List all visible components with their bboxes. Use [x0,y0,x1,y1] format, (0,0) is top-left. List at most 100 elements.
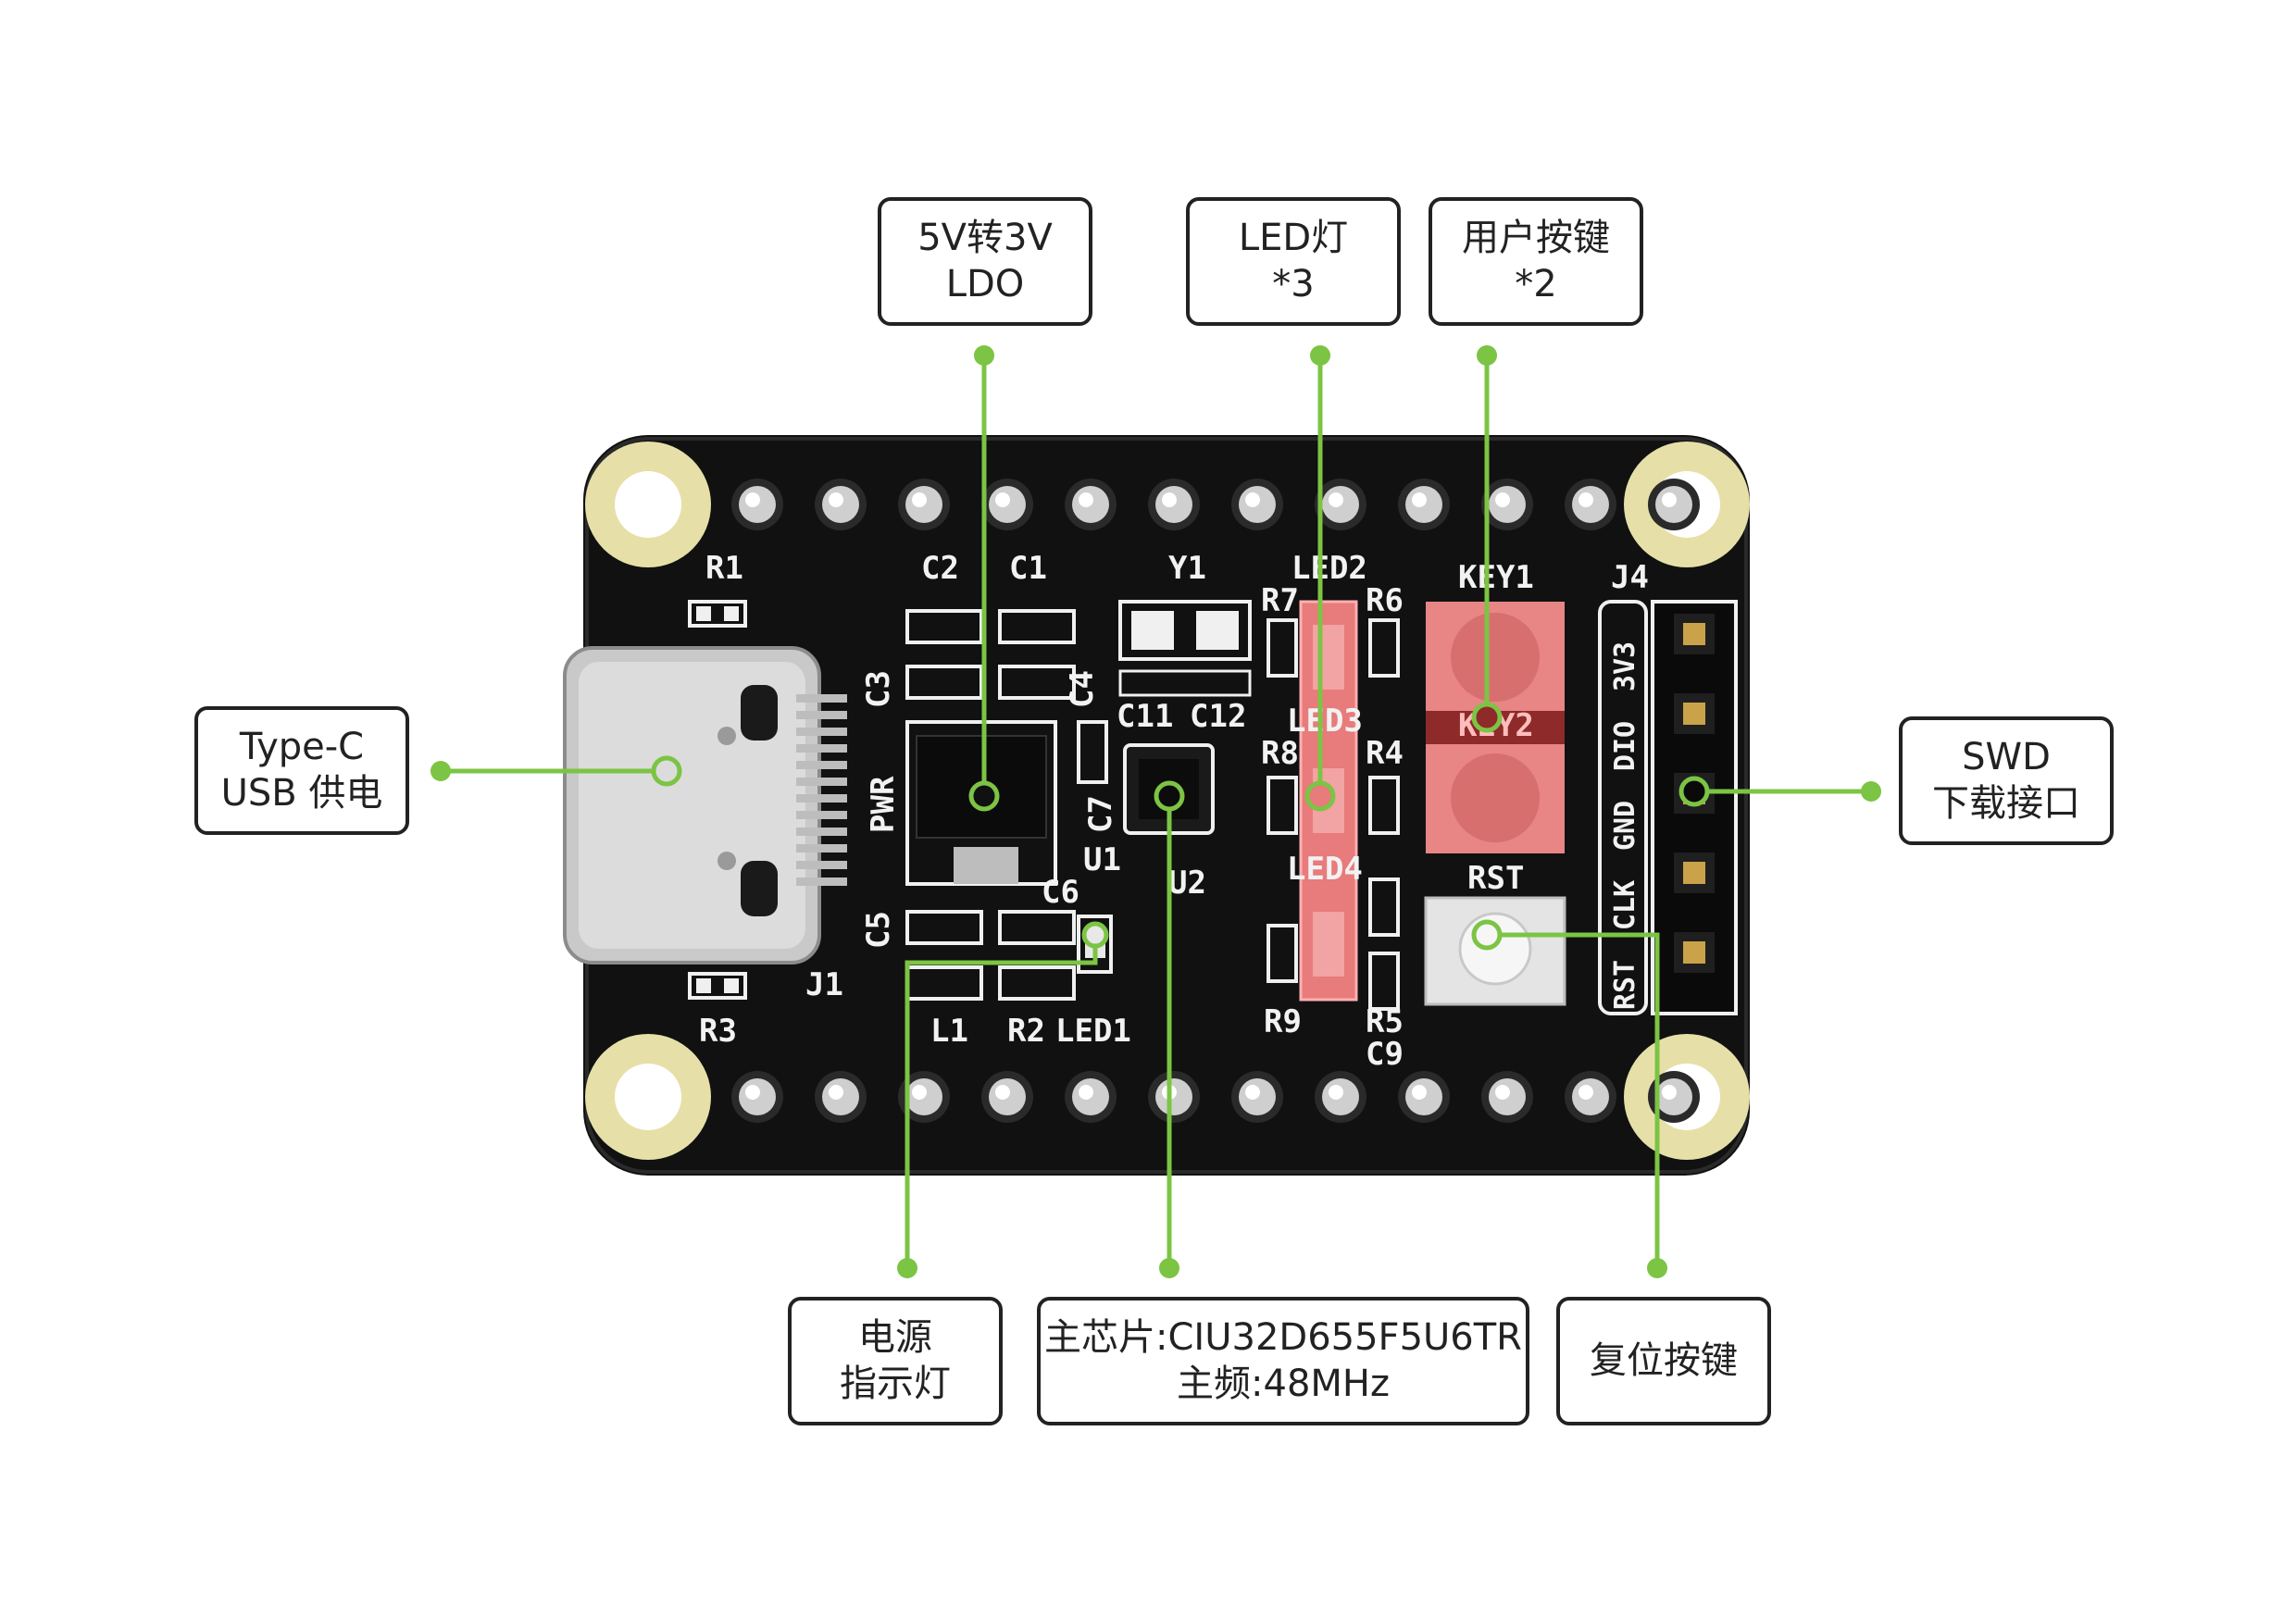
header-pin [1231,1071,1283,1123]
callout-led-line2: *3 [1272,263,1314,305]
bottom-header-pins [731,1071,1700,1123]
silk-swd-pin: DIO [1609,721,1641,771]
silk-c6: C6 [1042,874,1079,911]
silk-c1: C1 [1009,550,1047,587]
callout-swd-line2: 下载接口 [1932,782,2080,825]
silk-c12: C12 [1190,698,1246,735]
callout-typec-line1: Type-C [239,726,364,768]
header-pin [981,1071,1033,1123]
usb-pin [796,728,847,736]
swd-pin [1674,693,1715,734]
silk-led2: LED2 [1292,550,1367,587]
usb-pin [796,877,847,886]
mounting-hole-top-left [585,442,711,567]
header-pin [1565,479,1616,530]
callout-swd: SWD 下载接口 [1899,716,2114,845]
usb-pin [796,811,847,819]
silk-j1: J1 [805,966,843,1003]
callout-keys-line1: 用户按键 [1462,217,1610,259]
header-pin [1231,479,1283,530]
callout-reset: 复位按键 [1556,1297,1771,1425]
usb-type-c-connector [563,646,847,965]
silk-c11: C11 [1117,698,1173,735]
silk-swd-pin: CLK [1609,880,1641,930]
callout-reset-line1: 复位按键 [1590,1339,1738,1382]
silkscreen-labels: R1 C2 C1 Y1 LED2 R7 R6 KEY1 J4 C11 C12 L… [699,550,1649,1073]
usb-pin [796,711,847,719]
header-pin [1648,479,1700,530]
silk-r9: R9 [1264,1003,1302,1040]
header-pin [1398,479,1450,530]
header-pin [1481,1071,1533,1123]
silk-u2: U2 [1168,865,1206,902]
silk-c3: C3 [860,670,897,708]
silk-j4: J4 [1611,559,1649,596]
silk-rst: RST [1467,860,1524,897]
user-keys [1426,602,1565,853]
usb-pin [796,794,847,803]
header-pin [1148,479,1200,530]
header-pin [981,479,1033,530]
silk-c2: C2 [921,550,959,587]
silk-c7: C7 [1082,795,1119,833]
silk-r7: R7 [1261,582,1299,619]
silk-c4: C4 [1064,670,1101,708]
silk-pwr: PWR [865,776,902,833]
callout-keys: 用户按键 *2 [1429,197,1643,326]
callout-mcu-line1: 主芯片:CIU32D655F5U6TR [1044,1316,1522,1359]
header-pin [1481,479,1533,530]
silk-r4: R4 [1366,735,1404,772]
callout-ldo: 5V转3V LDO [878,197,1092,326]
silk-swd-pin: RST [1609,960,1641,1010]
header-pin [731,1071,783,1123]
usb-pin [796,761,847,769]
callout-boxes: 5V转3V LDO LED灯 *3 用户按键 *2 Type-C USB 供电 … [194,197,2114,1425]
silk-l1: L1 [930,1013,968,1050]
header-pin [731,479,783,530]
usb-pin [796,844,847,853]
silk-r3: R3 [699,1013,737,1050]
header-pin [1065,479,1117,530]
callout-ldo-line1: 5V转3V [917,217,1053,259]
silk-r1: R1 [705,550,743,587]
callout-power-led: 电源 指示灯 [788,1297,1003,1425]
callout-power-led-line1: 电源 [858,1316,932,1359]
header-pin [898,479,950,530]
callout-mcu: 主芯片:CIU32D655F5U6TR 主频:48MHz [1037,1297,1529,1425]
header-pin [898,1071,950,1123]
header-pin [815,479,867,530]
silk-y1: Y1 [1168,550,1206,587]
header-pin [1565,1071,1616,1123]
callout-power-led-line2: 指示灯 [840,1363,951,1405]
top-header-pins [731,479,1700,530]
swd-pin [1674,932,1715,973]
header-pin [1065,1071,1117,1123]
silk-u1: U1 [1083,841,1121,878]
callout-typec-line2: USB 供电 [221,772,383,815]
silk-swd-pin: 3V3 [1609,641,1641,691]
silk-c9: C9 [1366,1036,1404,1073]
usb-pin [796,694,847,703]
mounting-hole-bottom-left [585,1034,711,1160]
header-pin [1398,1071,1450,1123]
header-pin [1315,479,1366,530]
swd-pin [1674,853,1715,893]
passive-components [688,600,1400,1011]
callout-mcu-line2: 主频:48MHz [1177,1363,1390,1405]
usb-pin [796,778,847,786]
silk-c5: C5 [860,911,897,949]
silk-key1: KEY1 [1458,559,1534,596]
callout-swd-line1: SWD [1962,736,2051,778]
header-pin [1648,1071,1700,1123]
callout-typec: Type-C USB 供电 [194,706,409,835]
header-pin [1148,1071,1200,1123]
swd-pin [1674,614,1715,654]
callout-ldo-line2: LDO [946,263,1025,305]
silk-r6: R6 [1366,582,1404,619]
usb-pin [796,744,847,753]
header-pin [1315,1071,1366,1123]
reset-button [1424,896,1566,1006]
callout-led-line1: LED灯 [1239,217,1348,259]
silk-led1: LED1 [1055,1013,1131,1050]
